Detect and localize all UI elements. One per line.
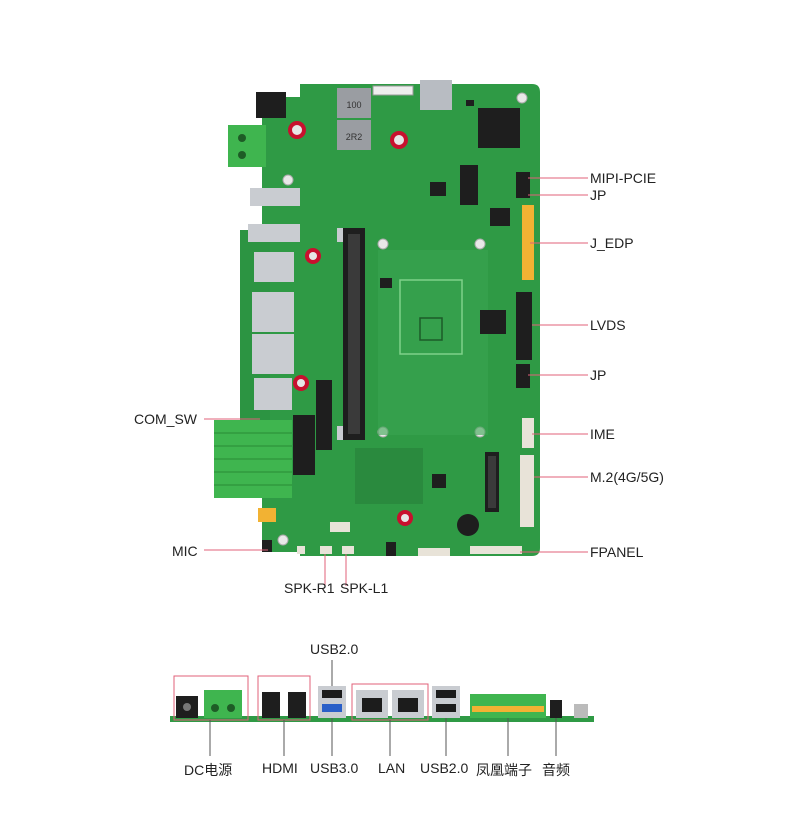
m2-slot — [485, 452, 499, 512]
right-connectors — [470, 172, 534, 554]
io-callout-lines — [209, 660, 557, 756]
label-j-edp: J_EDP — [590, 235, 634, 251]
callout-lines — [204, 177, 588, 586]
label-phoenix-terminal: 凤凰端子 — [476, 762, 532, 778]
label-m2: M.2(4G/5G) — [590, 469, 664, 485]
label-com-sw: COM_SW — [134, 411, 197, 427]
cpu-area — [378, 250, 488, 435]
label-usb30: USB3.0 — [310, 760, 359, 776]
label-spk-r1: SPK-R1 — [284, 580, 335, 596]
label-jp-top: JP — [590, 187, 607, 203]
label-usb20-bottom: USB2.0 — [420, 760, 469, 776]
label-fpanel: FPANEL — [590, 544, 644, 560]
top-components: 100 2R2 — [288, 80, 520, 334]
label-mic: MIC — [172, 543, 198, 559]
lower-components — [258, 248, 479, 556]
label-lvds: LVDS — [590, 317, 626, 333]
label-audio: 音频 — [542, 762, 570, 778]
io-strip — [170, 675, 594, 722]
label-jp-mid: JP — [590, 367, 607, 383]
label-spk-l1: SPK-L1 — [340, 580, 389, 596]
label-usb20-top: USB2.0 — [310, 641, 359, 657]
inductor-2-marking: 2R2 — [346, 132, 363, 142]
label-mipi-pcie: MIPI-PCIE — [590, 170, 657, 186]
sodimm-slot — [337, 228, 365, 440]
label-lan: LAN — [378, 760, 406, 776]
inductor-1-marking: 100 — [346, 100, 361, 110]
label-ime: IME — [590, 426, 615, 442]
label-dc-power: DC电源 — [184, 762, 233, 778]
label-hdmi: HDMI — [262, 760, 298, 776]
left-io-top — [214, 92, 300, 498]
